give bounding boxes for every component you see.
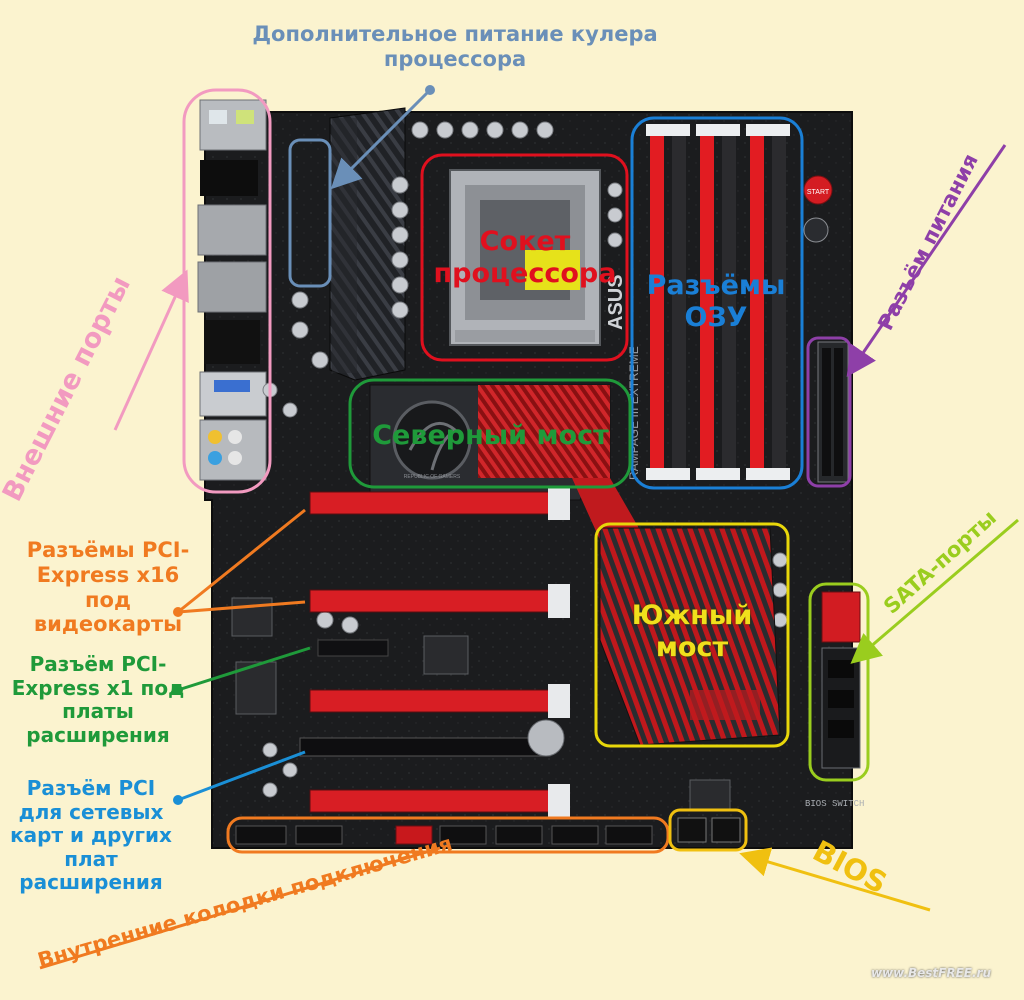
pcie-x16-slot [309,486,570,520]
ram-slot [672,130,686,475]
start-button-label: START [807,189,830,196]
pcie16-pointer-b [177,600,306,614]
southbridge-heatsink [572,478,781,746]
board-brand: ASUS [605,274,627,330]
cpu-power-pointer [330,88,432,190]
external-ports-stack [197,99,267,481]
expansion-slots [299,486,570,818]
ram-slot [650,130,664,475]
pcie-x16-slot [309,584,570,618]
bios-chips [677,817,741,843]
bios-outline [668,808,748,852]
cmos-battery [527,719,565,757]
northbridge-heatsink: REPUBLIC OF GAMERS [369,384,611,501]
bios-switch-marking: BIOS SWITCH [805,799,864,809]
sata-outline [808,582,870,782]
bios-pointer [739,847,931,912]
ram-slots [646,124,790,480]
ram-slot [722,130,736,475]
power-pointer [846,144,1007,377]
socket-outline [420,153,629,362]
capacitors [262,121,788,798]
northbridge-label: Северный мост [372,420,609,451]
pcie-x1-slot [317,639,389,657]
pci-pointer [177,750,306,802]
pcie1-pointer [177,646,311,692]
cpu-power-outline [288,138,332,288]
cpu-power-label: Дополнительное питание кулера процессора [252,22,658,71]
vrm-heatsink [329,107,406,381]
chips [231,597,731,811]
southbridge-label: Южный мост [631,600,753,663]
sata-ports-block [821,591,861,769]
sata-pointer [850,518,1019,664]
southbridge-outline [594,522,790,748]
ram-slot [772,130,786,475]
headers-pointer [39,846,441,970]
watermark: www.BestFREE.ru [870,966,992,980]
headers-outline [226,816,670,854]
pcie-x16-slot [309,684,570,718]
pci-label: Разъём PCI для сетевых карт и других пла… [10,776,172,895]
internal-headers [235,825,653,845]
pcie1-label: Разъём PCI-Express x1 под платы расширен… [11,652,185,747]
start-button: START [803,175,833,243]
pcie16-pointer-a [177,508,306,614]
ram-slot [750,130,764,475]
power-outline [806,336,852,488]
northbridge-outline [348,378,632,489]
cpu-socket [449,169,601,346]
pcie16-label: Разъёмы PCI-Express x16 под видеокарты [26,538,190,637]
ram-slot [700,130,714,475]
atx-power-connector [817,341,849,483]
ram-outline [630,116,804,490]
ram-label: Разъёмы ОЗУ [646,270,786,333]
rog-logo-text: REPUBLIC OF GAMERS [404,474,461,480]
pointer-lines [39,85,1019,970]
external-ports-pointer [113,269,189,431]
socket-label: Сокет процессора [433,226,617,289]
pci-slot [299,737,551,757]
pcie-x16-slot [309,784,570,818]
